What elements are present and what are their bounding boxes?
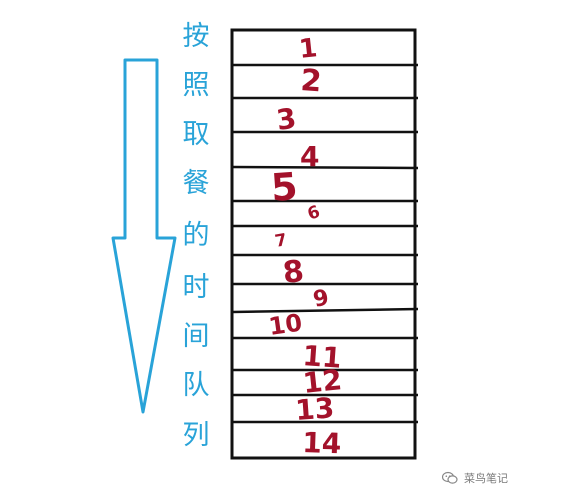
label-char: 列: [182, 420, 210, 451]
watermark: 菜鸟笔记: [442, 470, 508, 486]
queue-number-5: 5: [270, 164, 299, 210]
queue-number-7: 7: [273, 230, 288, 252]
queue-number-3: 3: [274, 102, 298, 137]
queue-number-14: 14: [302, 426, 342, 460]
queue-box: [230, 28, 417, 460]
queue-number-8: 8: [281, 254, 305, 291]
queue-number-12: 12: [301, 363, 343, 400]
queue-number-2: 2: [299, 63, 322, 99]
queue-number-13: 13: [294, 391, 335, 427]
label-char: 间: [182, 321, 210, 352]
queue-number-10: 10: [267, 309, 304, 341]
queue-number-4: 4: [300, 140, 319, 173]
label-char: 餐: [182, 168, 210, 199]
wechat-icon: [442, 471, 458, 484]
label-char: 取: [182, 119, 210, 150]
queue-number-6: 6: [305, 202, 323, 225]
label-char: 时: [182, 272, 210, 303]
label-char: 队: [182, 370, 210, 401]
down-arrow: [111, 58, 177, 414]
queue-number-11: 11: [302, 339, 343, 375]
label-char: 按: [182, 21, 210, 52]
label-char: 的: [182, 220, 210, 251]
queue-number-9: 9: [311, 285, 331, 313]
label-char: 照: [182, 70, 210, 101]
watermark-text: 菜鸟笔记: [464, 472, 508, 485]
queue-number-1: 1: [298, 33, 319, 65]
queue-slot-lines: [231, 63, 419, 424]
